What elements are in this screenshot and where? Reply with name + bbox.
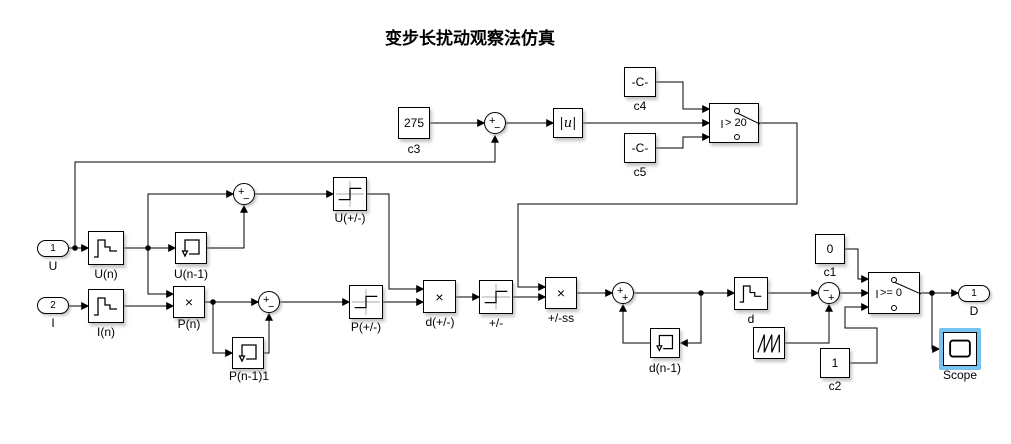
sum-block-d[interactable]: + + — [612, 282, 634, 304]
memory-pn1-label: P(n-1)1 — [228, 369, 270, 383]
constant-c3[interactable]: 275 — [398, 107, 430, 139]
sum-u-sign-minus: − — [243, 193, 250, 205]
zoh-icon — [94, 239, 117, 258]
relay-pm-label: +/- — [488, 316, 504, 330]
scope-icon — [949, 339, 971, 358]
zoh-block-in[interactable] — [88, 289, 124, 323]
sum-pwm-sign-minus: − — [823, 285, 830, 297]
constant-c1[interactable]: 0 — [815, 234, 845, 264]
sawtooth-icon — [757, 334, 780, 353]
zoh-icon — [94, 297, 117, 316]
sum-ref-sign-minus: − — [494, 122, 501, 134]
constant-c3-value: 275 — [403, 116, 425, 130]
switch-block-threshold-20[interactable]: > 20 — [709, 103, 760, 143]
outport-d-number: 1 — [971, 288, 977, 299]
relay-block-pm[interactable] — [479, 280, 513, 314]
memory-block-pn1[interactable] — [232, 337, 264, 369]
sum-d-sign-plus2: + — [622, 292, 629, 304]
inport-i-number: 2 — [50, 300, 56, 311]
sum-d-sign-plus1: + — [617, 285, 624, 297]
abs-icon: |u| — [559, 115, 577, 131]
diagram-title: 变步长扰动观察法仿真 — [385, 29, 555, 48]
zoh-icon — [739, 285, 762, 303]
relay-icon — [335, 180, 365, 208]
product-block-pn[interactable]: × — [173, 286, 205, 318]
multiply-icon: × — [435, 288, 444, 305]
product-block-d[interactable]: × — [423, 280, 456, 313]
sum-block-p[interactable]: + − — [258, 291, 280, 313]
switch-icon — [876, 277, 921, 311]
constant-c4-label: c4 — [633, 99, 647, 113]
constant-c4[interactable]: -C- — [624, 67, 656, 97]
memory-dn1-label: d(n-1) — [648, 361, 682, 375]
relay-p-label: P(+/-) — [350, 320, 382, 334]
constant-c2-value: 1 — [831, 356, 839, 370]
constant-c5-value: -C- — [631, 141, 649, 155]
switch-block-threshold-0[interactable]: >= 0 — [868, 272, 921, 314]
relay-icon — [481, 283, 511, 311]
switch-20-condition: > 20 — [725, 117, 747, 129]
sum-block-pwm[interactable]: − + — [818, 282, 840, 304]
constant-c3-label: c3 — [407, 142, 421, 156]
zoh-un-label: U(n) — [94, 267, 118, 281]
constant-c5[interactable]: -C- — [624, 133, 656, 163]
switch-0-condition: >= 0 — [880, 287, 903, 299]
relay-block-u[interactable] — [333, 177, 367, 211]
multiply-icon: × — [184, 294, 194, 310]
product-pn-label: P(n) — [177, 317, 201, 331]
memory-icon — [656, 334, 674, 352]
multiply-icon: × — [556, 285, 566, 301]
abs-block[interactable]: |u| — [553, 108, 583, 138]
inport-i-label: I — [51, 316, 55, 330]
zoh-d-label: d — [747, 312, 755, 326]
inport-u-label: U — [48, 259, 58, 273]
memory-block-dn1[interactable] — [650, 328, 680, 358]
memory-icon — [181, 239, 200, 258]
relay-u-label: U(+/-) — [334, 211, 366, 225]
zoh-in-label: I(n) — [97, 325, 115, 339]
wire-junction-dots — [72, 245, 935, 305]
sum-p-sign-minus: − — [268, 301, 275, 313]
zoh-block-un[interactable] — [88, 231, 124, 265]
sum-p-sign-plus: + — [263, 294, 270, 306]
constant-c2-label: c2 — [828, 379, 842, 393]
sum-block-u[interactable]: + − — [233, 183, 255, 205]
memory-un1-label: U(n-1) — [173, 267, 209, 281]
memory-block-un1[interactable] — [175, 232, 207, 264]
product-d-label: d(+/-) — [425, 315, 455, 329]
scope-block[interactable] — [943, 332, 977, 366]
sum-ref-sign-plus: + — [489, 115, 496, 127]
outport-d[interactable]: 1 — [958, 285, 990, 302]
constant-c2[interactable]: 1 — [820, 348, 850, 378]
inport-i[interactable]: 2 — [37, 297, 69, 314]
scope-label: Scope — [942, 368, 978, 382]
sawtooth-generator-block[interactable] — [753, 327, 785, 359]
switch-icon — [721, 108, 760, 140]
inport-u[interactable]: 1 — [37, 240, 69, 257]
constant-c1-value: 0 — [826, 242, 834, 256]
sum-u-sign-plus: + — [238, 186, 245, 198]
constant-c5-label: c5 — [633, 165, 647, 179]
sum-block-ref[interactable]: + − — [484, 112, 506, 134]
product-block-ss[interactable]: × — [545, 277, 577, 309]
memory-icon — [238, 344, 257, 363]
relay-block-p[interactable] — [349, 285, 383, 319]
outport-d-label: D — [969, 304, 979, 318]
product-ss-label: +/-ss — [547, 311, 575, 325]
constant-c1-label: c1 — [823, 265, 837, 279]
sum-pwm-sign-plus: + — [828, 292, 835, 304]
relay-icon — [351, 288, 381, 316]
zoh-block-d[interactable] — [734, 277, 768, 310]
inport-u-number: 1 — [50, 243, 56, 254]
constant-c4-value: -C- — [631, 75, 649, 89]
